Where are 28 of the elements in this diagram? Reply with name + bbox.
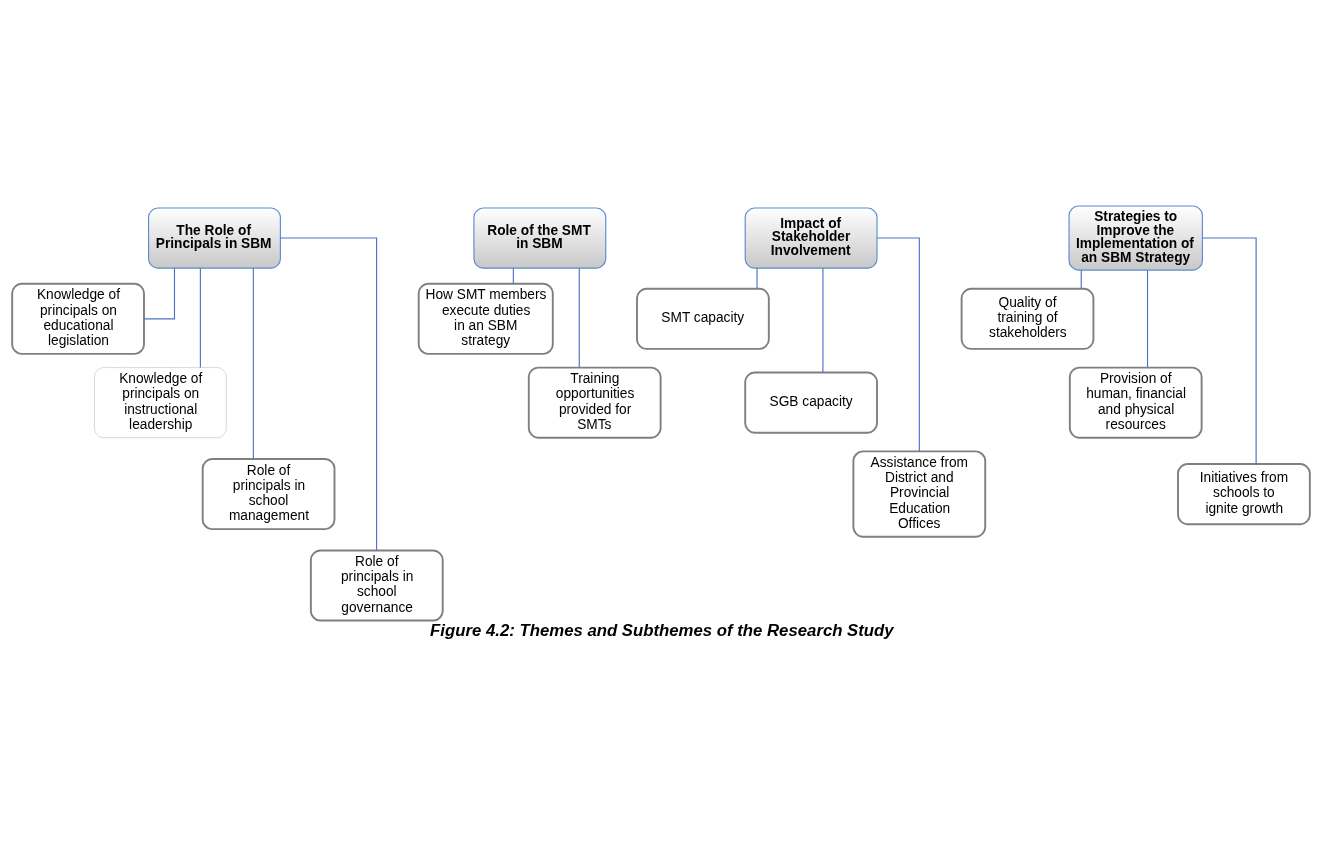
- node-box: Role of the SMT in SBM: [473, 207, 607, 269]
- node-box: Knowledge of principals on instructional leadership: [94, 367, 227, 438]
- connector: [876, 237, 920, 452]
- connector: [199, 267, 201, 369]
- connector: [143, 267, 176, 320]
- connector: [756, 267, 758, 290]
- connector: [822, 267, 824, 373]
- node-box: The Role of Principals in SBM: [148, 207, 281, 269]
- connector: [1080, 269, 1082, 290]
- node-box: Impact of Stakeholder Involvement: [744, 207, 878, 269]
- caption: Figure 4.2: Themes and Subthemes of the Research Study: [430, 621, 894, 641]
- connector: [279, 237, 378, 551]
- node-box: Assistance from District and Provincial Education Offices: [852, 450, 987, 538]
- node-box: Knowledge of principals on educational legislation: [11, 282, 145, 355]
- connector: [1146, 269, 1149, 369]
- connector: [252, 267, 254, 460]
- connector: [578, 267, 580, 369]
- node-box: Initiatives from schools to ignite growth: [1177, 463, 1311, 526]
- node-box: SGB capacity: [744, 371, 878, 434]
- node-box: Role of principals in school management: [201, 458, 336, 531]
- node-box: How SMT members execute duties in an SBM strategy: [417, 282, 554, 355]
- node-box: Quality of training of stakeholders: [960, 287, 1095, 350]
- node-box: Strategies to Improve the Implementation of an SBM Strategy: [1068, 205, 1203, 271]
- node-box: Provision of human, financial and physical resources: [1068, 366, 1203, 439]
- connector: [1202, 237, 1257, 465]
- node-box: Role of principals in school governance: [309, 549, 444, 622]
- node-box: Training opportunities provided for SMTs: [527, 366, 662, 439]
- node-box: SMT capacity: [636, 287, 770, 350]
